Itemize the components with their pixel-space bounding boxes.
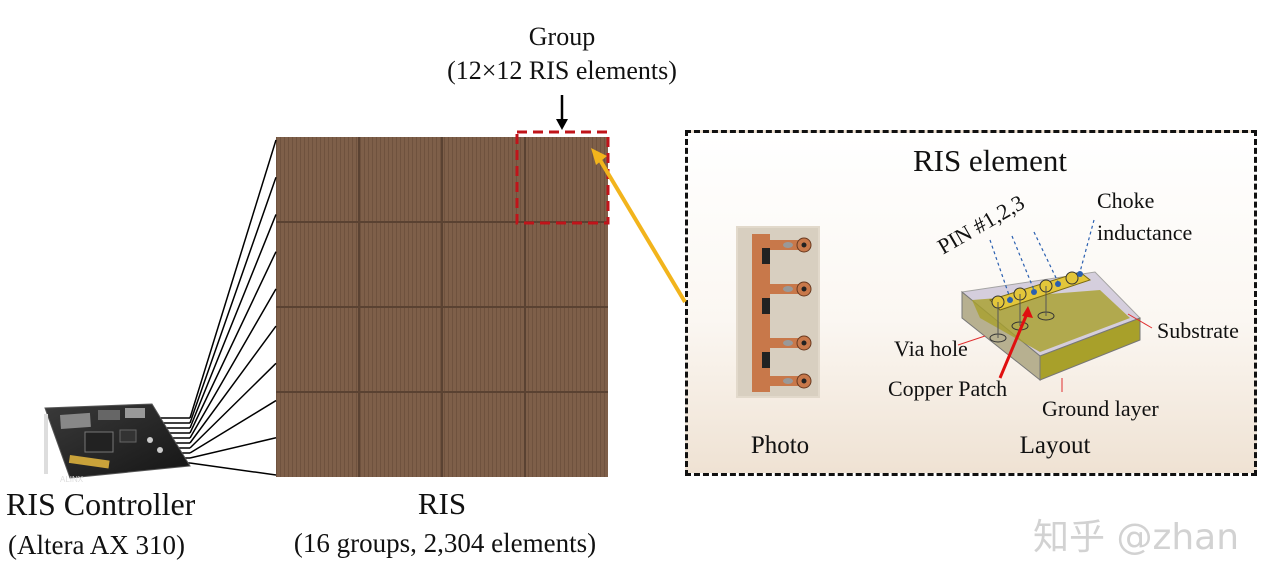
element-layout-3d — [957, 219, 1153, 392]
wire — [189, 176, 277, 424]
ris-surface — [276, 137, 608, 477]
wire — [189, 437, 277, 459]
via-hole-label: Via hole — [894, 336, 968, 361]
controller-subtitle: (Altera AX 310) — [8, 530, 185, 560]
layout-label: Layout — [1019, 432, 1091, 459]
choke-label-line2: inductance — [1097, 220, 1193, 245]
ris-title: RIS — [417, 486, 467, 521]
zoom-arrow — [591, 148, 687, 304]
choke-label-line1: Choke — [1097, 188, 1155, 213]
board-brand-text: ALINX — [60, 475, 84, 484]
wire — [189, 139, 277, 419]
element-photo — [736, 226, 820, 398]
wire — [189, 462, 277, 476]
controller-wires — [150, 139, 277, 476]
wire — [189, 362, 277, 449]
wire — [189, 214, 277, 429]
group-highlight-box — [515, 130, 610, 225]
wire — [189, 399, 277, 454]
controller-board: ALINX — [44, 403, 191, 484]
wire — [189, 325, 277, 444]
group-title: Group — [528, 22, 596, 51]
substrate-label: Substrate — [1157, 318, 1239, 343]
ris-subtitle: (16 groups, 2,304 elements) — [293, 528, 597, 558]
panel-title: RIS element — [912, 143, 1068, 178]
watermark: 知乎 @zhan — [1033, 517, 1240, 558]
photo-label: Photo — [750, 432, 810, 459]
ris-grid-lines — [276, 137, 608, 477]
group-arrow — [556, 95, 568, 130]
ground-layer-label: Ground layer — [1042, 396, 1159, 421]
copper-patch-label: Copper Patch — [888, 376, 1008, 401]
wire — [189, 251, 277, 434]
controller-title: RIS Controller — [6, 486, 196, 522]
group-subtitle: (12×12 RIS elements) — [447, 56, 677, 85]
wire — [189, 288, 277, 439]
